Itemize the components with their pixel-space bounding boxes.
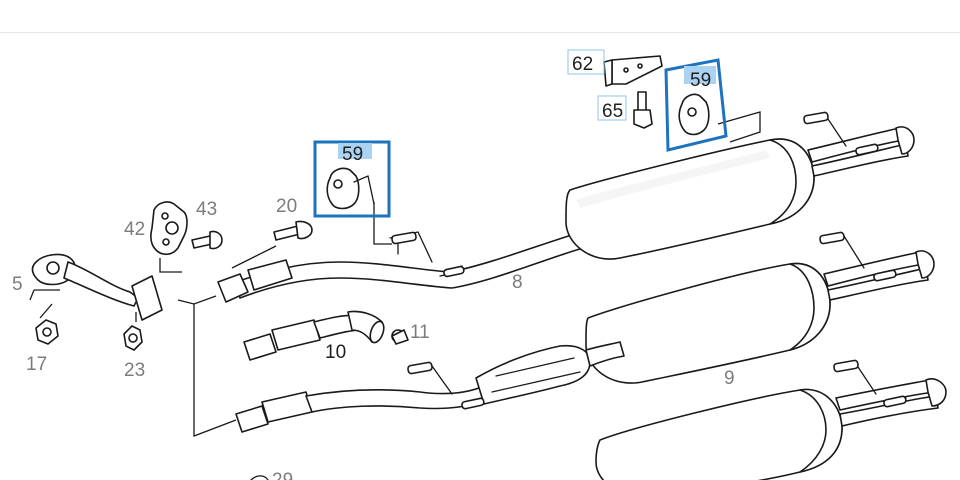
label-65[interactable]: 65 <box>602 101 623 122</box>
part-catalytic-pipe[interactable] <box>235 341 625 433</box>
part-42-gasket[interactable] <box>150 201 188 256</box>
label-23[interactable]: 23 <box>124 360 145 381</box>
part-17-nut[interactable] <box>35 319 59 345</box>
label-tag-62-outline <box>567 49 605 75</box>
label-59-right[interactable]: 59 <box>690 70 711 91</box>
label-8[interactable]: 8 <box>512 272 523 293</box>
label-17[interactable]: 17 <box>26 354 47 375</box>
part-43-bolt[interactable] <box>191 230 223 250</box>
label-59-left[interactable]: 59 <box>342 144 363 165</box>
label-62[interactable]: 62 <box>572 54 593 75</box>
part-59-rubber-hanger-1[interactable] <box>326 167 375 210</box>
part-11-clamp[interactable] <box>391 329 409 345</box>
part-65-bolt[interactable] <box>633 91 653 129</box>
label-43[interactable]: 43 <box>196 199 217 220</box>
label-9[interactable]: 9 <box>724 368 735 389</box>
label-tag-65-outline <box>597 95 627 121</box>
highlight-box-59-right[interactable] <box>664 58 728 152</box>
part-9-rear-muffler[interactable] <box>585 231 935 384</box>
top-bar <box>0 0 960 33</box>
part-rear-muffler-top[interactable] <box>565 111 915 260</box>
label-10[interactable]: 10 <box>325 342 346 363</box>
label-11[interactable]: 11 <box>410 322 430 343</box>
label-5[interactable]: 5 <box>12 274 23 295</box>
part-59-rubber-hanger-2[interactable] <box>678 93 710 136</box>
label-29[interactable]: 29 <box>272 470 293 480</box>
part-rear-muffler-bottom[interactable] <box>595 359 947 480</box>
part-20-bolt[interactable] <box>273 220 313 241</box>
label-tag-59-left-bg <box>338 143 372 159</box>
part-10-front-pipe[interactable] <box>243 310 386 361</box>
part-5-downpipe[interactable] <box>31 253 163 321</box>
part-23-nut[interactable] <box>123 325 143 351</box>
label-42[interactable]: 42 <box>124 219 145 240</box>
exhaust-system-diagram: 5 8 9 10 11 17 20 23 42 43 59 59 62 65 2… <box>12 49 947 480</box>
label-tag-59-right-bg <box>684 66 716 84</box>
label-20[interactable]: 20 <box>276 196 297 217</box>
highlight-box-59-left[interactable] <box>313 140 391 218</box>
partial-ring-bottom <box>250 475 269 480</box>
part-62-bracket[interactable] <box>603 55 663 87</box>
